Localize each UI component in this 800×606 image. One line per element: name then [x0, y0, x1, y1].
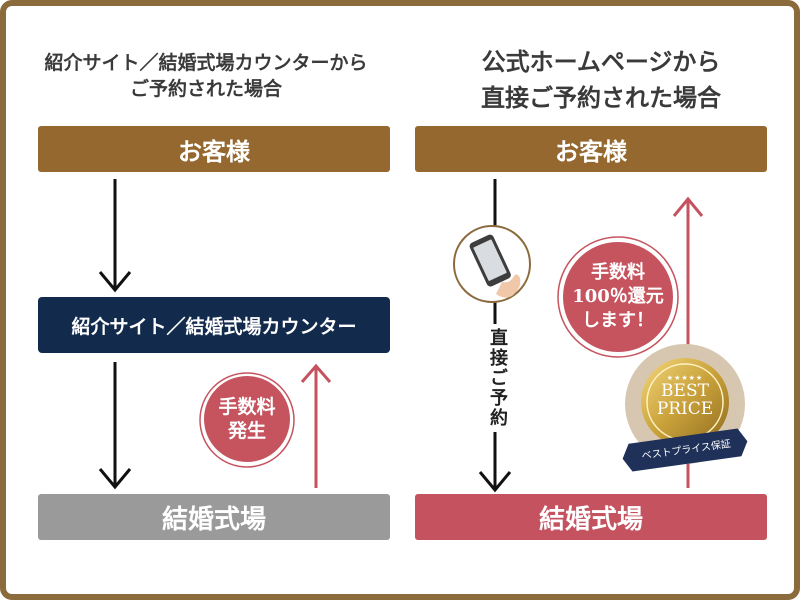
seal-text: ★★★★★ BEST PRICE [646, 374, 724, 418]
left-customer-box: お客様 [38, 126, 390, 172]
best-price-seal-icon [622, 344, 748, 472]
smartphone-icon [453, 225, 531, 303]
seal-stars: ★★★★★ [666, 374, 704, 382]
seal-text-price: PRICE [656, 399, 714, 419]
left-arrow-down-1 [98, 179, 132, 293]
direct-booking-label: 直接ご予約 [484, 324, 510, 432]
refund-badge: 手数料 100％還元 します！ [563, 242, 673, 352]
right-title-line1: 公式ホームページから [481, 47, 721, 76]
refund-badge-line1: 手数料 [591, 262, 645, 283]
refund-badge-ring [557, 236, 679, 358]
left-title-line1: 紹介サイト／結婚式場カウンターから [44, 52, 368, 74]
left-title-line2: ご予約された場合 [129, 78, 282, 100]
seal-text-best: BEST [661, 381, 709, 401]
left-venue-box: 結婚式場 [38, 494, 390, 540]
fee-badge-ring [199, 372, 295, 468]
right-title-line2: 直接ご予約された場合 [481, 83, 721, 112]
refund-badge-line3: します！ [582, 310, 654, 331]
right-title: 公式ホームページから 直接ご予約された場合 [416, 44, 786, 116]
fee-badge-line2: 発生 [227, 420, 266, 442]
left-arrow-up-fee [300, 363, 332, 488]
right-venue-box: 結婚式場 [415, 494, 767, 540]
left-arrow-down-2 [98, 362, 132, 490]
fee-badge: 手数料 発生 [204, 376, 290, 462]
left-title: 紹介サイト／結婚式場カウンターから ご予約された場合 [26, 50, 386, 102]
fee-badge-line1: 手数料 [218, 396, 276, 418]
right-customer-box: お客様 [415, 126, 767, 172]
refund-badge-line2: 100％還元 [572, 286, 664, 307]
intermediary-box: 紹介サイト／結婚式場カウンター [38, 297, 390, 353]
arrows-layer [98, 179, 748, 493]
